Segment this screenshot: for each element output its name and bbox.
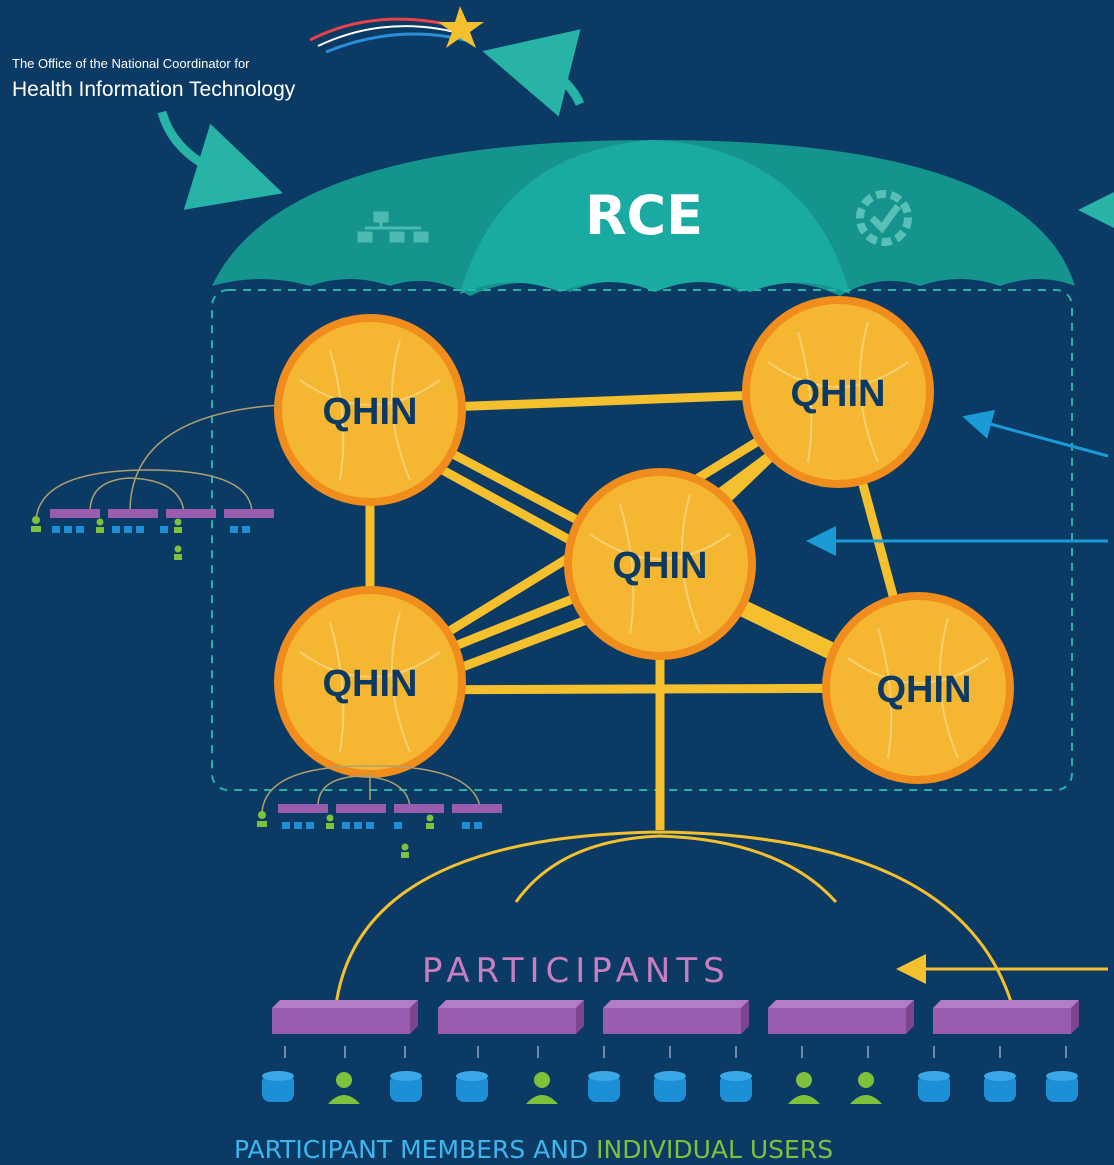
org-name-line2: Health Information Technology: [12, 78, 296, 101]
user-icon: [850, 1072, 882, 1104]
qhin-label: QHIN: [613, 545, 708, 587]
star-icon: [438, 6, 484, 48]
qhin-node: QHIN: [564, 468, 756, 660]
participant-fan: [334, 830, 1014, 1006]
database-icon: [918, 1071, 950, 1102]
participant-bar: [272, 1000, 418, 1034]
org-name-line1: The Office of the National Coordinator f…: [12, 56, 250, 71]
user-icon: [526, 1072, 558, 1104]
members-row: [262, 1071, 1078, 1104]
members-text: PARTICIPANT MEMBERS AND: [234, 1135, 596, 1164]
database-icon: [262, 1071, 294, 1102]
qhin-node: QHIN: [742, 296, 934, 488]
user-icon: [328, 1072, 360, 1104]
participant-bar: [438, 1000, 584, 1034]
participant-cluster-small: [257, 765, 502, 858]
participant-cluster-small: [31, 404, 281, 560]
qhin-label: QHIN: [791, 373, 886, 415]
qhin-node: QHIN: [822, 592, 1014, 784]
qhin-node: QHIN: [274, 586, 466, 778]
arrow-icon: [962, 409, 1109, 458]
member-connectors: [284, 1046, 1067, 1058]
arrow-icon: [482, 29, 585, 117]
database-icon: [984, 1071, 1016, 1102]
user-icon: [788, 1072, 820, 1104]
database-icon: [456, 1071, 488, 1102]
database-icon: [390, 1071, 422, 1102]
database-icon: [720, 1071, 752, 1102]
qhin-label: QHIN: [323, 391, 418, 433]
rce-umbrella: RCE: [212, 140, 1075, 296]
footer-caption: PARTICIPANT MEMBERS AND INDIVIDUAL USERS: [234, 1135, 833, 1164]
arrow-icon: [157, 110, 284, 210]
participant-bar: [933, 1000, 1079, 1034]
database-icon: [654, 1071, 686, 1102]
participant-bars: [272, 1000, 1079, 1034]
users-text: INDIVIDUAL USERS: [596, 1135, 833, 1164]
database-icon: [1046, 1071, 1078, 1102]
gear-check-icon: [856, 190, 912, 246]
participant-bar: [768, 1000, 914, 1034]
org-chart-icon: [357, 211, 429, 243]
participant-bar: [603, 1000, 749, 1034]
rce-label: RCE: [585, 184, 703, 247]
qhin-label: QHIN: [877, 669, 972, 711]
database-icon: [588, 1071, 620, 1102]
onc-logo: The Office of the National Coordinator f…: [12, 6, 484, 101]
qhin-node: QHIN: [274, 314, 466, 506]
participants-label: PARTICIPANTS: [422, 951, 731, 991]
qhin-label: QHIN: [323, 663, 418, 705]
